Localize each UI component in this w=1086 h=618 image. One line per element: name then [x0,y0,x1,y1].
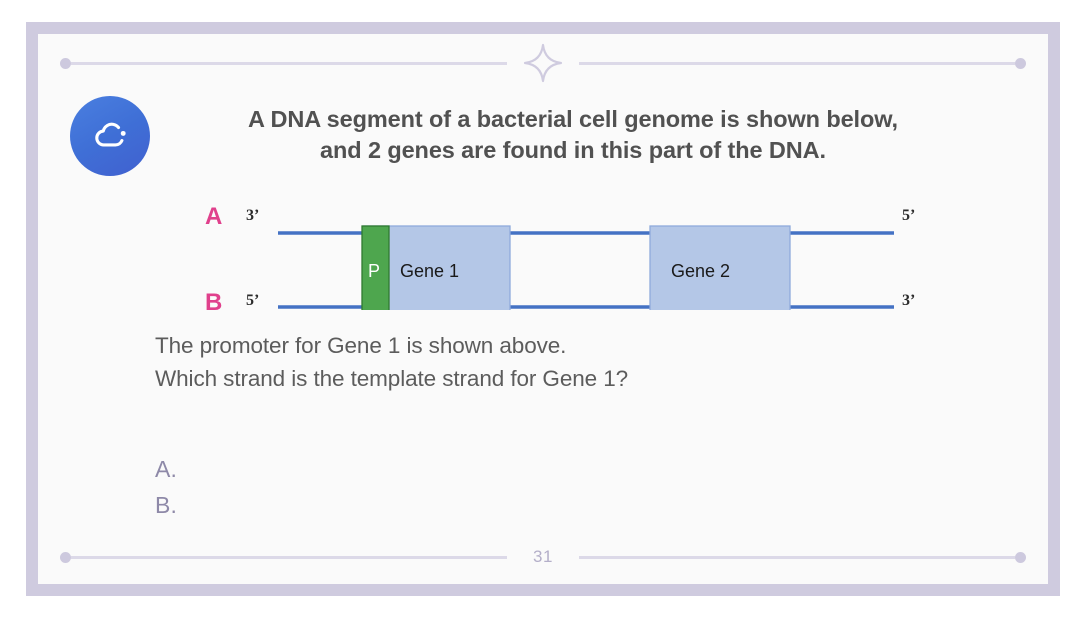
deco-dot-bottom-right [1015,551,1027,563]
top-decorative-rail [38,43,1048,83]
gene1-label: Gene 1 [400,261,459,281]
gene2-box: Gene 2 [649,225,791,310]
option-b[interactable]: B. [155,491,178,518]
strand-a-left-end-label: 3’ [246,207,259,224]
deco-line-right [579,61,1015,65]
cloud-icon [70,96,150,176]
strand-b-right-end-label: 3’ [902,292,915,309]
slide-card: A DNA segment of a bacterial cell genome… [38,34,1048,584]
strand-b-label: B [205,289,222,310]
gene2-label: Gene 2 [671,261,730,281]
deco-line-bottom-right [578,555,1016,559]
deco-line-left [71,61,507,65]
deco-dot-left [60,57,71,69]
page-number: 31 [533,547,553,566]
deco-dot-right [1015,57,1026,69]
deco-line-bottom-left [71,555,508,559]
strand-a-right-end-label: 5’ [902,207,915,224]
answer-options: A. B. [155,452,177,523]
strand-a-label: A [205,203,222,230]
dna-diagram: A B 3’ 5’ 5’ 3’ [38,186,1048,310]
slide-frame: A DNA segment of a bacterial cell genome… [26,22,1060,596]
bottom-decorative-rail: 31 [38,544,1048,570]
title-line-2: and 2 genes are found in this part of th… [320,137,826,164]
promoter-label: P [368,261,380,281]
deco-dot-bottom-left [60,551,71,563]
page-title: A DNA segment of a bacterial cell genome… [168,90,978,166]
strand-b-left-end-label: 5’ [246,292,259,309]
prompt-line-1: The promoter for Gene 1 is shown above. [155,333,567,358]
question-prompt: The promoter for Gene 1 is shown above. … [155,330,975,396]
option-a[interactable]: A. [155,456,178,482]
prompt-line-2: Which strand is the template strand for … [155,365,629,391]
header-row: A DNA segment of a bacterial cell genome… [38,90,1048,176]
title-line-1: A DNA segment of a bacterial cell genome… [248,106,898,132]
sparkle-icon [521,41,565,85]
promoter-box: P [361,225,390,310]
